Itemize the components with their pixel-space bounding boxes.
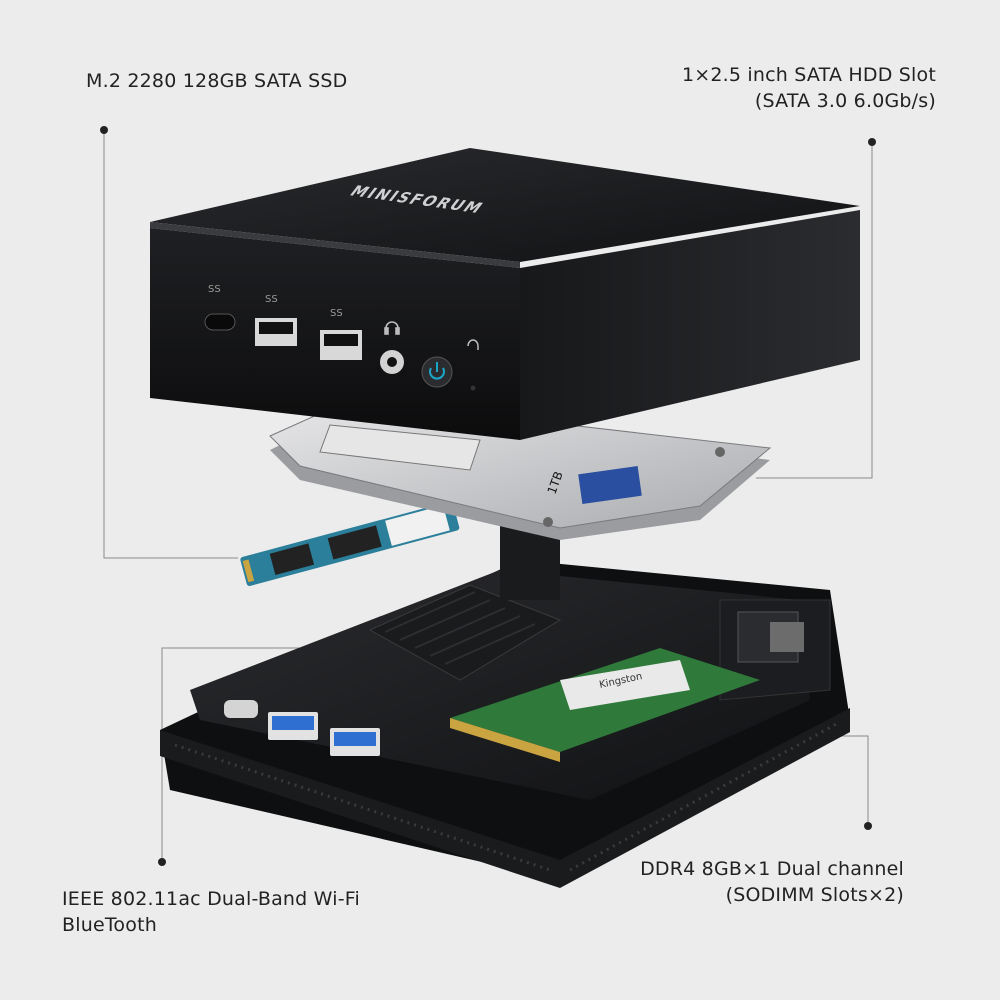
- ram-callout: DDR4 8GB×1 Dual channel (SODIMM Slots×2): [640, 856, 904, 908]
- leader-dots: [100, 126, 876, 866]
- hdd-callout-line2: (SATA 3.0 6.0Gb/s): [754, 90, 936, 112]
- headphone-icon: [384, 321, 400, 335]
- ssd-leader: [103, 130, 238, 559]
- chassis-base: Kingston: [160, 560, 850, 888]
- usb-c-mark: SS: [208, 284, 221, 295]
- leader-lines: [103, 130, 873, 862]
- ram-callout-line2: (SODIMM Slots×2): [725, 884, 904, 906]
- usb-a-ports: [224, 700, 380, 756]
- usb-c-port: [204, 313, 236, 331]
- hdd-leader: [756, 142, 873, 479]
- wifi-callout-line1: IEEE 802.11ac Dual-Band Wi-Fi: [62, 888, 360, 910]
- power-icon: [429, 362, 445, 380]
- wifi-callout: IEEE 802.11ac Dual-Band Wi-Fi BlueTooth: [62, 886, 360, 938]
- wifi-dot: [158, 858, 166, 866]
- status-led: [470, 385, 476, 391]
- wifi-leader: [161, 647, 300, 862]
- ram-callout-line1: DDR4 8GB×1 Dual channel: [640, 858, 904, 880]
- hdd-callout: 1×2.5 inch SATA HDD Slot (SATA 3.0 6.0Gb…: [682, 62, 936, 114]
- heatsink: [368, 584, 562, 681]
- ssd-dot: [100, 126, 108, 134]
- usb-a-mark-2: SS: [330, 308, 343, 319]
- usb-a-mark-1: SS: [265, 294, 278, 305]
- status-icon: [467, 339, 479, 350]
- vent-slots: [174, 720, 841, 872]
- m2-ssd: [240, 501, 460, 586]
- wifi-callout-line2: BlueTooth: [62, 914, 157, 936]
- hdd-callout-line1: 1×2.5 inch SATA HDD Slot: [681, 64, 936, 86]
- ssd-callout-line1: M.2 2280 128GB SATA SSD: [86, 70, 348, 92]
- ssd-callout: M.2 2280 128GB SATA SSD: [86, 68, 347, 94]
- hdd-dot: [868, 138, 876, 146]
- hdd-drive: 1TB: [269, 399, 772, 540]
- ram-dot: [864, 822, 872, 830]
- mini-pc-top-unit: MINISFORUM SS SS SS: [150, 148, 860, 440]
